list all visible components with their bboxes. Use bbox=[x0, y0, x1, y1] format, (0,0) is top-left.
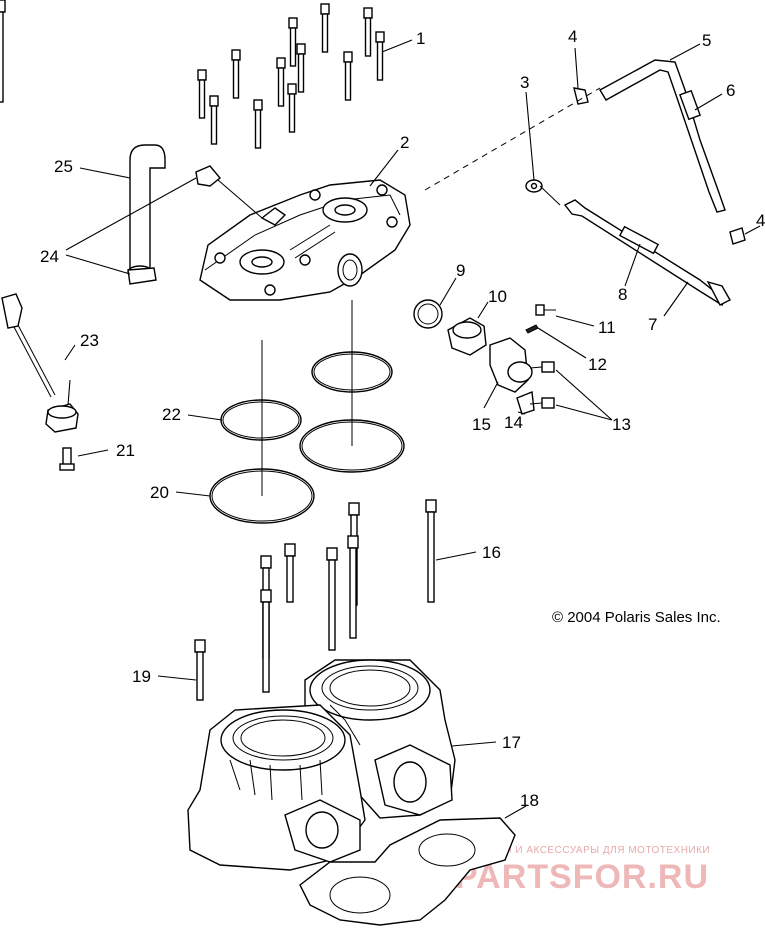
callout-4a: 4 bbox=[568, 27, 577, 46]
callout-2: 2 bbox=[400, 133, 409, 152]
bypass-hose bbox=[127, 144, 263, 285]
callout-19: 19 bbox=[132, 667, 151, 686]
callout-6: 6 bbox=[726, 81, 735, 100]
callout-10: 10 bbox=[488, 287, 507, 306]
callout-24: 24 bbox=[40, 247, 59, 266]
callout-21: 21 bbox=[116, 441, 135, 460]
callout-12: 12 bbox=[588, 355, 607, 374]
callout-16: 16 bbox=[482, 543, 501, 562]
callout-14: 14 bbox=[504, 413, 523, 432]
head-bolts bbox=[0, 0, 385, 149]
watermark-logo: PARTSFOR.RU bbox=[455, 858, 709, 896]
watermark: ЗАПЧАСТИ И АКСЕССУАРЫ ДЛЯ МОТОТЕХНИКИ PA… bbox=[455, 845, 710, 896]
callout-15: 15 bbox=[472, 415, 491, 434]
callout-23: 23 bbox=[80, 331, 99, 350]
sensor-assembly bbox=[424, 59, 746, 306]
callout-4b: 4 bbox=[756, 211, 765, 230]
callout-25: 25 bbox=[54, 157, 73, 176]
watermark-subtitle: ЗАПЧАСТИ И АКСЕССУАРЫ ДЛЯ МОТОТЕХНИКИ bbox=[455, 845, 710, 856]
cylinder-head bbox=[199, 179, 411, 301]
base-gasket bbox=[299, 817, 516, 926]
callout-5: 5 bbox=[702, 31, 711, 50]
copyright-notice: © 2004 Polaris Sales Inc. bbox=[552, 609, 721, 626]
callout-11: 11 bbox=[598, 318, 616, 337]
callout-9: 9 bbox=[456, 261, 465, 280]
callout-13: 13 bbox=[612, 415, 631, 434]
cylinder-block bbox=[187, 659, 456, 871]
cylinder-bolts bbox=[0, 0, 437, 701]
callout-3: 3 bbox=[520, 73, 529, 92]
callout-18: 18 bbox=[520, 791, 539, 810]
callout-7: 7 bbox=[648, 315, 657, 334]
thermostat-group bbox=[413, 299, 556, 415]
head-o-rings bbox=[209, 300, 405, 524]
callout-1: 1 bbox=[416, 29, 425, 48]
temp-sender bbox=[1, 293, 79, 471]
callout-numbers: 1 2 3 4 4 5 6 7 8 9 10 11 12 13 14 15 16… bbox=[40, 27, 765, 810]
callout-17: 17 bbox=[502, 733, 521, 752]
leader-lines bbox=[64, 39, 761, 819]
callout-8: 8 bbox=[618, 285, 627, 304]
callout-20: 20 bbox=[150, 483, 169, 502]
callout-22: 22 bbox=[162, 405, 181, 424]
